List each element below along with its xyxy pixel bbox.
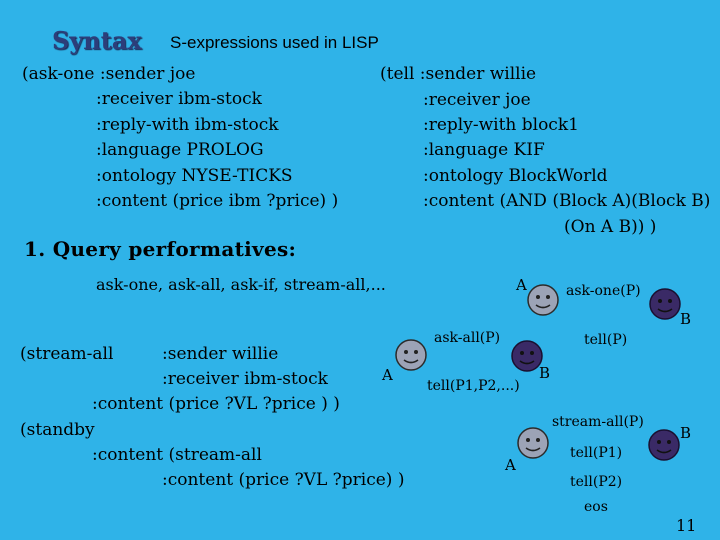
stream-line: (standby [20, 420, 95, 440]
agent-b-label: B [680, 424, 692, 442]
stream-line: (stream-all [20, 344, 114, 364]
stream-line: :sender willie [162, 344, 279, 364]
tell-line: :language KIF [423, 140, 545, 160]
tell-message: tell(P) [584, 332, 628, 348]
page-number: 11 [676, 516, 697, 535]
agent-b-face-icon [511, 340, 543, 372]
tell-line: :ontology BlockWorld [423, 166, 608, 186]
tell-p2-message: tell(P2) [570, 474, 623, 490]
ask-one-line: :content (price ibm ?price) ) [96, 191, 339, 211]
tell-line: :content (AND (Block A)(Block B) [423, 191, 711, 211]
performatives-list: ask-one, ask-all, ask-if, stream-all,... [96, 275, 386, 294]
tell-line: (On A B)) ) [564, 217, 657, 237]
agent-a-face-icon [527, 284, 559, 316]
agent-a-label: A [382, 366, 393, 384]
ask-one-line: (ask-one :sender joe [22, 64, 196, 84]
ask-one-line: :reply-with ibm-stock [96, 115, 279, 135]
agent-a-face-icon [517, 427, 549, 459]
agent-a-label: A [505, 456, 516, 474]
agent-b-face-icon [648, 429, 680, 461]
tell-many-message: tell(P1,P2,...) [427, 378, 520, 394]
stream-line: :content (price ?VL ?price ) ) [92, 394, 340, 414]
stream-line: :content (price ?VL ?price) ) [162, 470, 405, 490]
stream-line: :receiver ibm-stock [162, 369, 328, 389]
ask-one-line: :ontology NYSE-TICKS [96, 166, 293, 186]
agent-b-label: B [539, 364, 551, 382]
tell-line: :receiver joe [423, 90, 531, 110]
ask-all-message: ask-all(P) [434, 330, 501, 346]
tell-p1-message: tell(P1) [570, 445, 623, 461]
ask-one-line: :language PROLOG [96, 140, 264, 160]
stream-line: :content (stream-all [92, 445, 262, 465]
stream-all-message: stream-all(P) [552, 414, 644, 430]
slide-title: Syntax [52, 26, 142, 55]
tell-line: :reply-with block1 [423, 115, 579, 135]
ask-one-message: ask-one(P) [566, 283, 641, 299]
slide-subtitle: S-expressions used in LISP [170, 33, 379, 52]
agent-b-label: B [680, 310, 692, 328]
section-heading: 1. Query performatives: [24, 237, 297, 261]
agent-a-label: A [516, 276, 527, 294]
ask-one-line: :receiver ibm-stock [96, 89, 262, 109]
agent-a-face-icon [395, 339, 427, 371]
tell-line: (tell :sender willie [380, 64, 537, 84]
eos-message: eos [584, 499, 608, 515]
agent-b-face-icon [649, 288, 681, 320]
